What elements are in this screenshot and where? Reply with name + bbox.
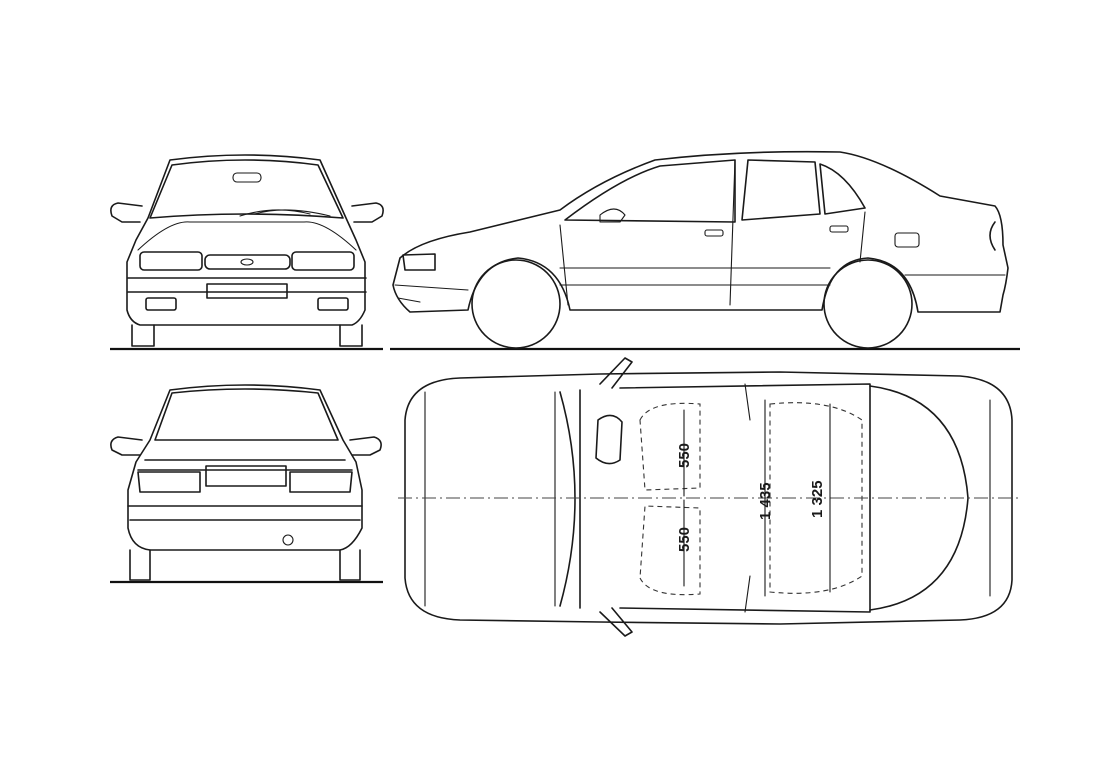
side-view-front-bumper [394,284,469,303]
top-view-rear-seat [769,402,863,594]
front-view-left-foglight [145,297,177,311]
front-view-right-wheel [339,324,363,347]
rear-view-right-mirror [349,436,382,456]
rear-view-left-taillight [137,471,201,493]
dim-front-seat-lower-label: 550 [676,527,693,552]
front-view-windshield [149,159,344,219]
rear-view-exhaust [282,534,294,546]
top-view-steering-wheel [595,414,623,465]
rear-view [110,384,383,584]
front-view-wipers [239,209,331,217]
side-view-door-lines [559,159,866,306]
top-view-front-seats [639,402,701,596]
side-view-front-door-handle [704,229,724,237]
dim-front-seat-upper-label: 550 [676,443,693,468]
front-view-hood [137,221,357,251]
rear-view-left-wheel [129,549,151,581]
rear-view-body-outline [127,384,363,551]
top-view-body-outline [404,371,1013,625]
front-view [110,154,384,351]
front-view-license-plate [206,283,288,299]
side-view-rear-lamp [989,221,996,251]
side-view-body-outline [392,150,1009,313]
rear-view-license-plate [205,465,287,487]
side-view-fuel-cap [894,232,920,248]
front-view-left-headlight [139,251,203,271]
front-view-left-wheel [131,324,155,347]
side-view-mirror [599,208,626,223]
rear-view-bumper [127,505,363,521]
front-view-right-headlight [291,251,355,271]
side-view-side-molding [559,267,1006,286]
top-view: 550 550 1 435 1 325 [398,357,1020,637]
front-view-bumper [127,277,367,293]
top-view-windshield [559,389,581,609]
side-view-front-wheel [471,259,561,349]
side-view-headlight [402,253,436,271]
rear-view-trunk-lid [137,459,353,471]
front-view-right-foglight [317,297,349,311]
front-view-mirror-tag [232,172,262,183]
rear-view-rear-window [154,388,339,441]
rear-view-right-taillight [289,471,353,493]
top-view-hood-lines [424,391,556,607]
front-view-right-mirror [351,202,384,223]
side-view-rear-wheel [823,259,913,349]
rear-view-right-wheel [339,549,361,581]
front-view-body-outline [126,154,366,326]
front-view-left-mirror [110,202,143,223]
side-view-rear-door-handle [829,225,849,233]
side-view-windows [564,159,866,223]
dim-rear-shoulder-label: 1 325 [809,480,826,518]
rear-view-left-mirror [110,436,143,456]
side-view [390,150,1020,351]
top-view-lower-mirror [599,607,633,637]
front-view-badge [240,258,254,266]
dim-front-shoulder-label: 1 435 [757,482,774,520]
top-view-b-pillar [744,383,751,613]
front-view-grille [204,254,291,270]
top-view-upper-mirror [599,357,633,389]
